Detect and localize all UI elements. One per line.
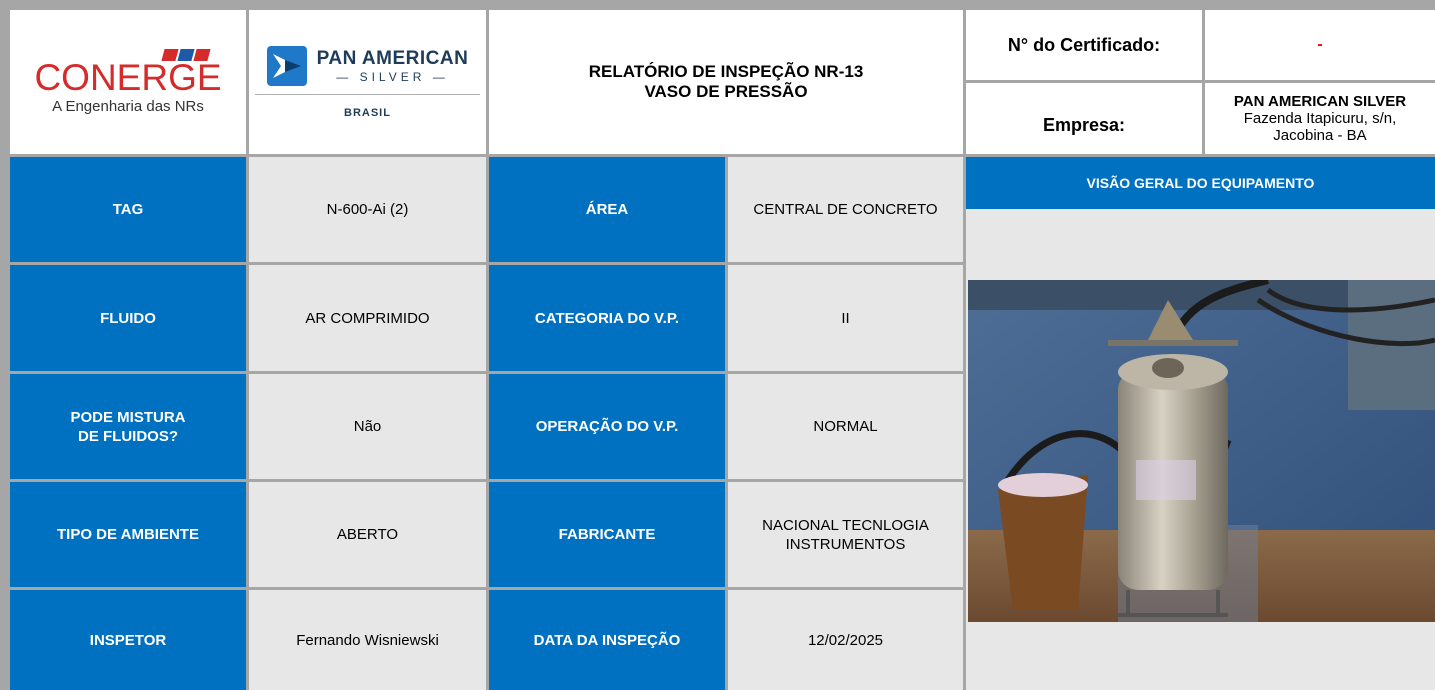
pressure-vessel-photo-icon [968,280,1435,622]
equipment-photo [968,280,1435,622]
field-value-secondary: NACIONAL TECNLOGIA INSTRUMENTOS [728,482,963,587]
field-label-secondary: DATA DA INSPEÇÃO [489,590,725,690]
certificate-value: - [1205,10,1435,80]
field-value: AR COMPRIMIDO [249,265,486,371]
pan-american-emblem-icon [266,45,307,86]
pan-american-silver-logo: PAN AMERICAN — SILVER — BRASIL [249,10,486,154]
field-label: TIPO DE AMBIENTE [10,482,246,587]
field-label-secondary: CATEGORIA DO V.P. [489,265,725,371]
field-label: INSPETOR [10,590,246,690]
field-value: Não [249,374,486,479]
report-title-line2: VASO DE PRESSÃO [644,82,808,101]
conerge-logo-mark-icon [160,49,211,61]
pan-american-country: BRASIL [344,106,391,119]
field-label-secondary: ÁREA [489,157,725,262]
overview-title: VISÃO GERAL DO EQUIPAMENTO [966,157,1435,209]
field-label-secondary: OPERAÇÃO DO V.P. [489,374,725,479]
report-title: RELATÓRIO DE INSPEÇÃO NR-13 VASO DE PRES… [489,10,963,154]
field-label: FLUIDO [10,265,246,371]
company-address-line2: Jacobina - BA [1273,127,1367,144]
field-value-secondary: CENTRAL DE CONCRETO [728,157,963,262]
pan-american-silver: — SILVER — [336,69,449,84]
company-info: PAN AMERICAN SILVER Fazenda Itapicuru, s… [1205,83,1435,154]
field-value-secondary: II [728,265,963,371]
field-label: PODE MISTURA DE FLUIDOS? [10,374,246,479]
field-value: N-600-Ai (2) [249,157,486,262]
company-address-line1: Fazenda Itapicuru, s/n, [1243,110,1397,127]
logo-divider [255,93,480,95]
field-value-secondary: 12/02/2025 [728,590,963,690]
pan-american-name: PAN AMERICAN [316,47,469,69]
company-name: PAN AMERICAN SILVER [1233,93,1407,110]
conerge-logo: CONERGE A Engenharia das NRs [10,10,246,154]
certificate-label: N° do Certificado: [966,10,1202,80]
report-title-line1: RELATÓRIO DE INSPEÇÃO NR-13 [588,62,864,81]
company-label: Empresa: [966,83,1202,154]
field-label: TAG [10,157,246,262]
field-value: ABERTO [249,482,486,587]
conerge-tagline: A Engenharia das NRs [52,98,204,115]
field-value: Fernando Wisniewski [249,590,486,690]
field-label-secondary: FABRICANTE [489,482,725,587]
field-value-secondary: NORMAL [728,374,963,479]
conerge-wordmark: CONERGE [34,57,222,98]
